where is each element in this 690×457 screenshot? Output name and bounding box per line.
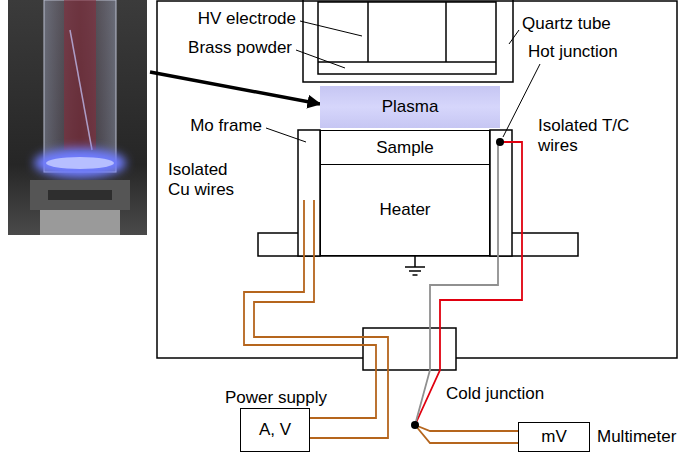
chamber-outline xyxy=(157,1,677,358)
part-label: Quartz tube xyxy=(522,14,611,34)
photo-electrode-glow xyxy=(64,0,96,150)
box-text: A, V xyxy=(259,420,291,440)
heater-box: Heater xyxy=(320,164,490,256)
box-heading: Power supply xyxy=(225,388,327,408)
box-text: Plasma xyxy=(382,97,439,117)
part-label: Brass powder xyxy=(188,38,292,58)
photo-holder xyxy=(48,190,112,200)
part-label: Hot junction xyxy=(528,42,618,62)
cu-lead xyxy=(415,425,518,431)
plasma-band: Plasma xyxy=(320,86,500,128)
box-text: Sample xyxy=(376,138,434,158)
cold-junction-dot xyxy=(411,421,419,429)
quartz-tube xyxy=(303,0,513,82)
part-label: HV electrode xyxy=(198,9,296,29)
part-label: Isolated T/C wires xyxy=(538,116,633,156)
leader-line xyxy=(266,128,306,142)
plasma-photo xyxy=(8,0,147,235)
mo-frame xyxy=(490,130,512,256)
photo-base xyxy=(40,210,120,235)
part-label: Mo frame xyxy=(190,116,262,136)
photo-tube xyxy=(44,0,116,172)
ground-symbol xyxy=(405,256,425,275)
part-label: Cold junction xyxy=(446,384,544,404)
part-label: Isolated Cu wires xyxy=(168,160,250,200)
feedthrough xyxy=(363,328,456,370)
box-text: Heater xyxy=(379,200,430,220)
photo-stage xyxy=(30,180,130,210)
mo-frame xyxy=(298,130,320,256)
cu-lead xyxy=(415,425,518,443)
photo-pointer-arrow xyxy=(150,72,320,104)
leader-line xyxy=(509,30,519,44)
multimeter-box: MultimetermV xyxy=(518,422,590,452)
photo-background xyxy=(8,0,147,235)
power-supply-box: Power supplyA, V xyxy=(240,408,310,452)
hv-electrode xyxy=(318,2,496,74)
photo-plasma-glow xyxy=(34,148,126,178)
photo-plasma-core xyxy=(46,157,114,169)
electrode-line xyxy=(445,2,447,62)
leader-line xyxy=(503,64,540,137)
photo-reflection xyxy=(70,30,92,150)
box-text: mV xyxy=(541,427,567,447)
box-heading: Multimeter xyxy=(597,427,676,447)
leader-line xyxy=(300,21,362,36)
leader-line xyxy=(296,50,345,68)
hot-junction-dot xyxy=(496,138,504,146)
electrode-line xyxy=(367,2,369,62)
brass-powder-layer xyxy=(318,61,496,63)
sample-box: Sample xyxy=(320,130,490,165)
